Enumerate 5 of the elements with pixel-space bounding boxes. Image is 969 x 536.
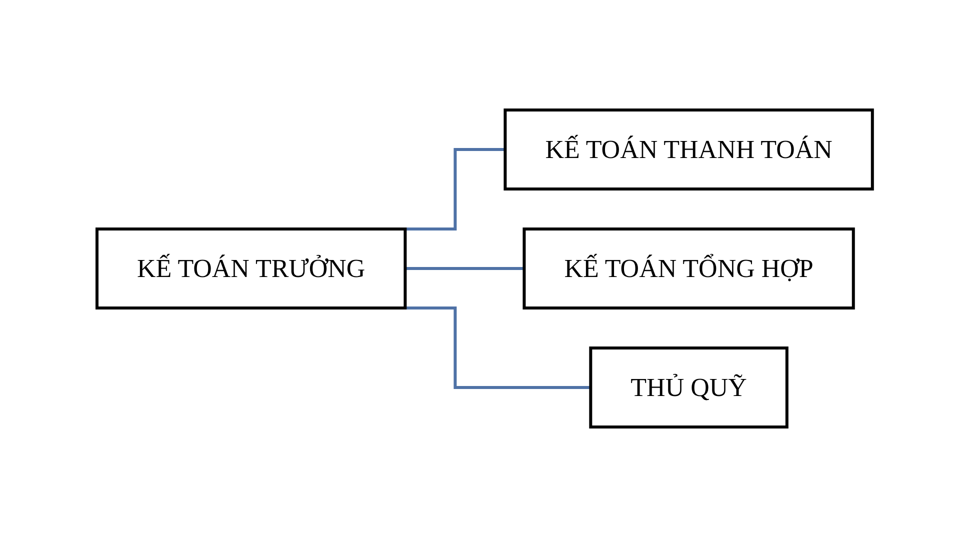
node-box (95, 227, 406, 309)
node-box (522, 227, 855, 309)
connector (404, 266, 526, 270)
node-box (503, 108, 874, 190)
node-box (588, 346, 788, 428)
